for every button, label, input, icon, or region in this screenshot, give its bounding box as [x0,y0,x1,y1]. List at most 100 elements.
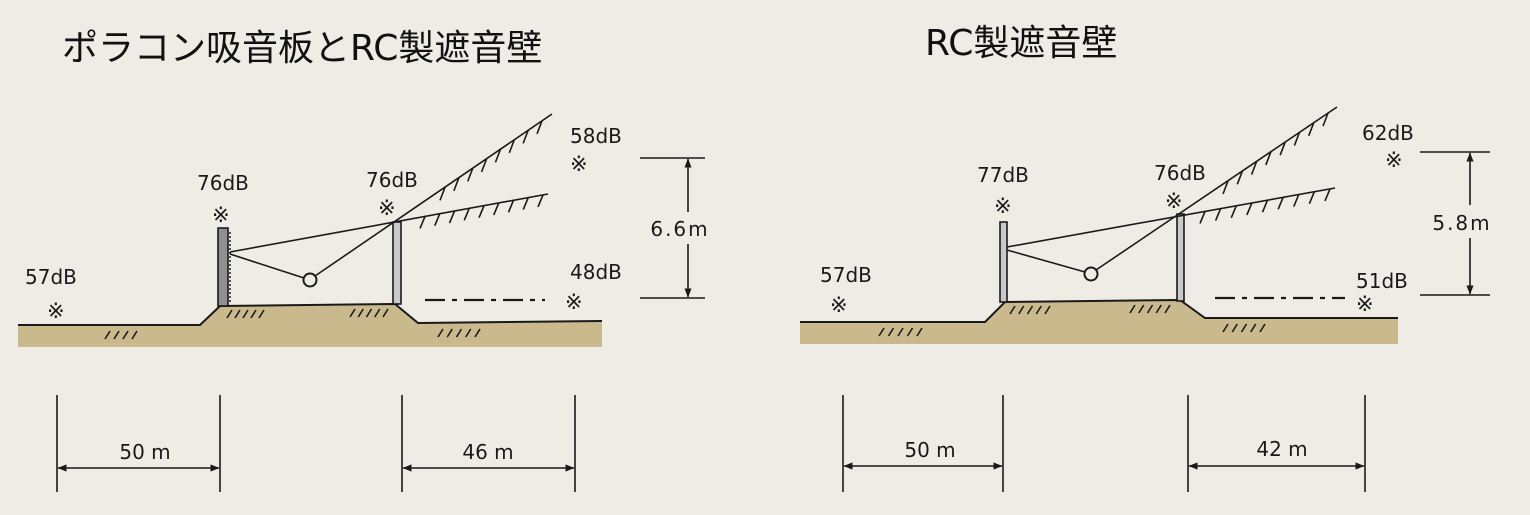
hatch-mark [1307,122,1315,137]
hatch-mark [1044,305,1051,315]
hatch-mark [1164,304,1171,314]
diagram-right: RC製遮音壁 57dB ※ 77dB ※ 76dB ※ 62dB ※ 51dB … [800,23,1491,492]
hatch-mark [453,177,460,192]
diagram-title: ポラコン吸音板とRC製遮音壁 [62,28,542,69]
hatch-mark [1214,208,1222,221]
level-label-far-left: 57dB [25,265,77,289]
hatch-mark [1279,141,1286,156]
hatch-mark [1240,323,1248,333]
hatch-mark [1129,304,1136,314]
hatch-mark [437,328,444,338]
hatch-mark [1146,304,1154,314]
hatch-mark [434,213,441,227]
measurement-point-icon: ※ [830,293,848,317]
hatch-mark [478,205,485,218]
hatch-mark [897,327,904,337]
sound-path-line [1006,249,1086,273]
distance-label-left: 50 m [904,438,955,462]
height-dimension: 5.8m [1420,151,1491,296]
hatch-mark [439,187,446,201]
hatch-mark [357,308,364,318]
rc-barrier [392,221,402,305]
height-label: 5.8m [1432,211,1491,235]
sound-path-line [229,193,549,253]
hatch-mark [887,327,895,337]
hatch-mark [113,330,120,340]
measurement-point-icon: ※ [1356,292,1374,316]
hatch-mark [446,328,453,338]
distance-label-right: 42 m [1256,437,1307,461]
hatch-mark [1308,191,1316,205]
hatch-mark [494,149,502,163]
hatch-mark [1236,171,1244,185]
level-label-barrier-1: 77dB [977,163,1029,187]
hatch-mark [419,216,426,229]
hatch-mark [466,168,474,182]
sound-path-line [1006,187,1336,248]
hatch-mark [493,202,500,216]
level-label-barrier-1: 76dB [197,171,249,195]
measurement-point-icon: ※ [1165,189,1183,213]
hatch-mark [916,327,923,337]
sound-path-line [314,113,553,277]
measurement-point-icon: ※ [212,203,230,227]
height-dimension: 6.6m [640,157,709,299]
hatch-mark [1265,151,1272,166]
level-label-lower-receiver: 51dB [1356,269,1408,293]
hatch-mark [522,197,529,210]
hatch-mark [122,330,129,340]
distance-label-left: 50 m [119,440,170,464]
height-label: 6.6m [650,217,709,241]
hatch-mark [234,309,241,319]
hatch-mark [226,309,233,319]
sound-source-icon [302,272,318,288]
measurement-point-icon: ※ [570,152,588,176]
sound-path-line [229,253,305,279]
hatch-mark [1277,197,1284,210]
measurement-point-icon: ※ [47,299,65,323]
ground-profile [800,300,1398,344]
hatch-mark [1009,305,1016,315]
hatch-mark [1250,323,1257,333]
hatch-mark [480,158,488,173]
ground-hatching [104,120,544,340]
ground-surface-line [800,298,1398,323]
hatch-mark [242,309,249,319]
hatch-mark [1222,323,1229,333]
measurement-point-icon: ※ [565,290,583,314]
distance-label-right: 46 m [462,440,513,464]
sound-path-line [1095,106,1338,271]
ground-profile [18,304,602,347]
hatch-mark [374,308,381,318]
hatch-mark [365,308,373,318]
hatch-mark [1230,205,1237,219]
ground-hatching [878,112,1331,337]
diagram-left: ポラコン吸音板とRC製遮音壁 57dB ※ 76dB ※ 76dB ※ 58dB… [18,28,709,492]
hatch-mark [508,139,516,154]
hatch-mark [906,327,914,337]
hatch-mark [382,308,389,318]
measurement-point-icon: ※ [378,196,396,220]
hatch-mark [1261,199,1269,213]
hatch-mark [1138,304,1145,314]
hatch-mark [1324,188,1331,202]
hatch-mark [1293,194,1300,207]
level-label-lower-receiver: 48dB [570,260,622,284]
hatch-mark [349,308,356,318]
hatch-mark [537,194,544,208]
level-label-upper-receiver: 62dB [1362,121,1414,145]
hatch-mark [1018,305,1025,315]
measurement-point-icon: ※ [1385,148,1403,172]
hatch-mark [536,120,543,135]
hatch-mark [1026,305,1034,315]
hatch-mark [1293,132,1301,146]
hatch-mark [104,330,111,340]
hatch-mark [522,130,529,144]
hatch-mark [878,327,885,337]
level-label-barrier-2: 76dB [366,168,418,192]
hatch-mark [1259,323,1266,333]
level-label-barrier-2: 76dB [1154,161,1206,185]
rc-barrier [999,221,1008,303]
hatch-mark [474,328,481,338]
hatch-mark [1222,180,1229,195]
